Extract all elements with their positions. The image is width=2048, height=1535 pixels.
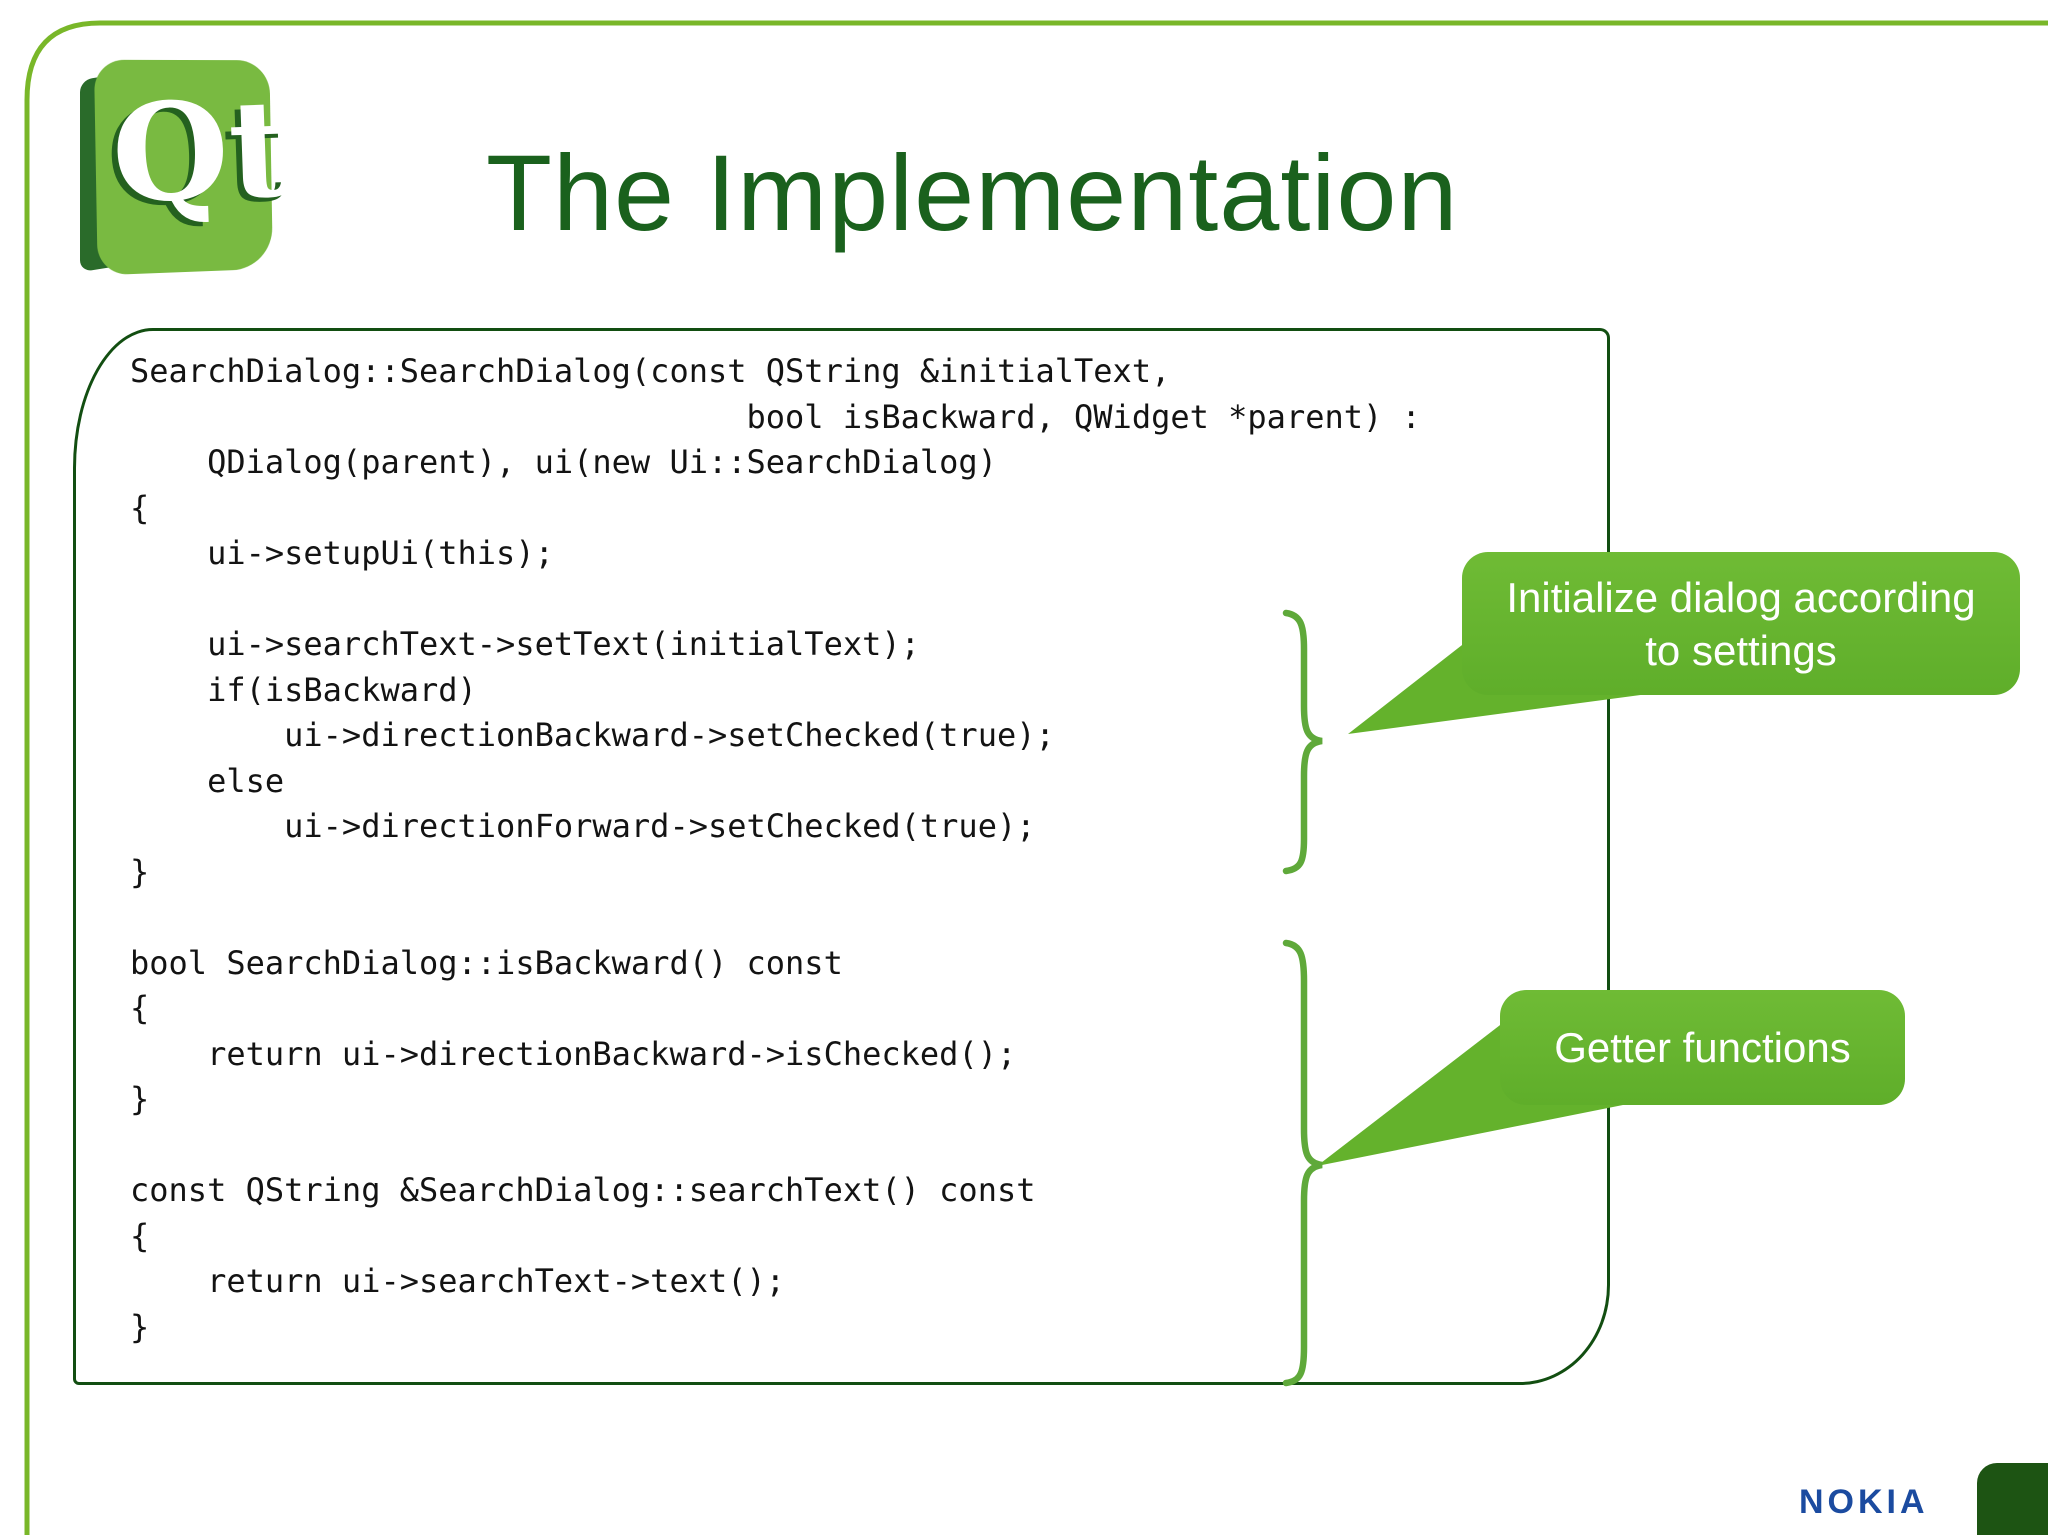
- code-box: SearchDialog::SearchDialog(const QString…: [73, 328, 1610, 1385]
- callout-getter-functions: Getter functions: [1500, 990, 1905, 1105]
- code-text: SearchDialog::SearchDialog(const QString…: [130, 352, 1421, 1346]
- corner-accent: [1977, 1463, 2048, 1535]
- callout-initialize-settings: Initialize dialog according to settings: [1462, 552, 2020, 695]
- page-title: The Implementation: [486, 132, 1459, 253]
- qt-logo-text: Qt: [109, 68, 294, 234]
- nokia-logo: NOKIA: [1799, 1483, 1929, 1521]
- qt-logo: Qt: [78, 58, 293, 286]
